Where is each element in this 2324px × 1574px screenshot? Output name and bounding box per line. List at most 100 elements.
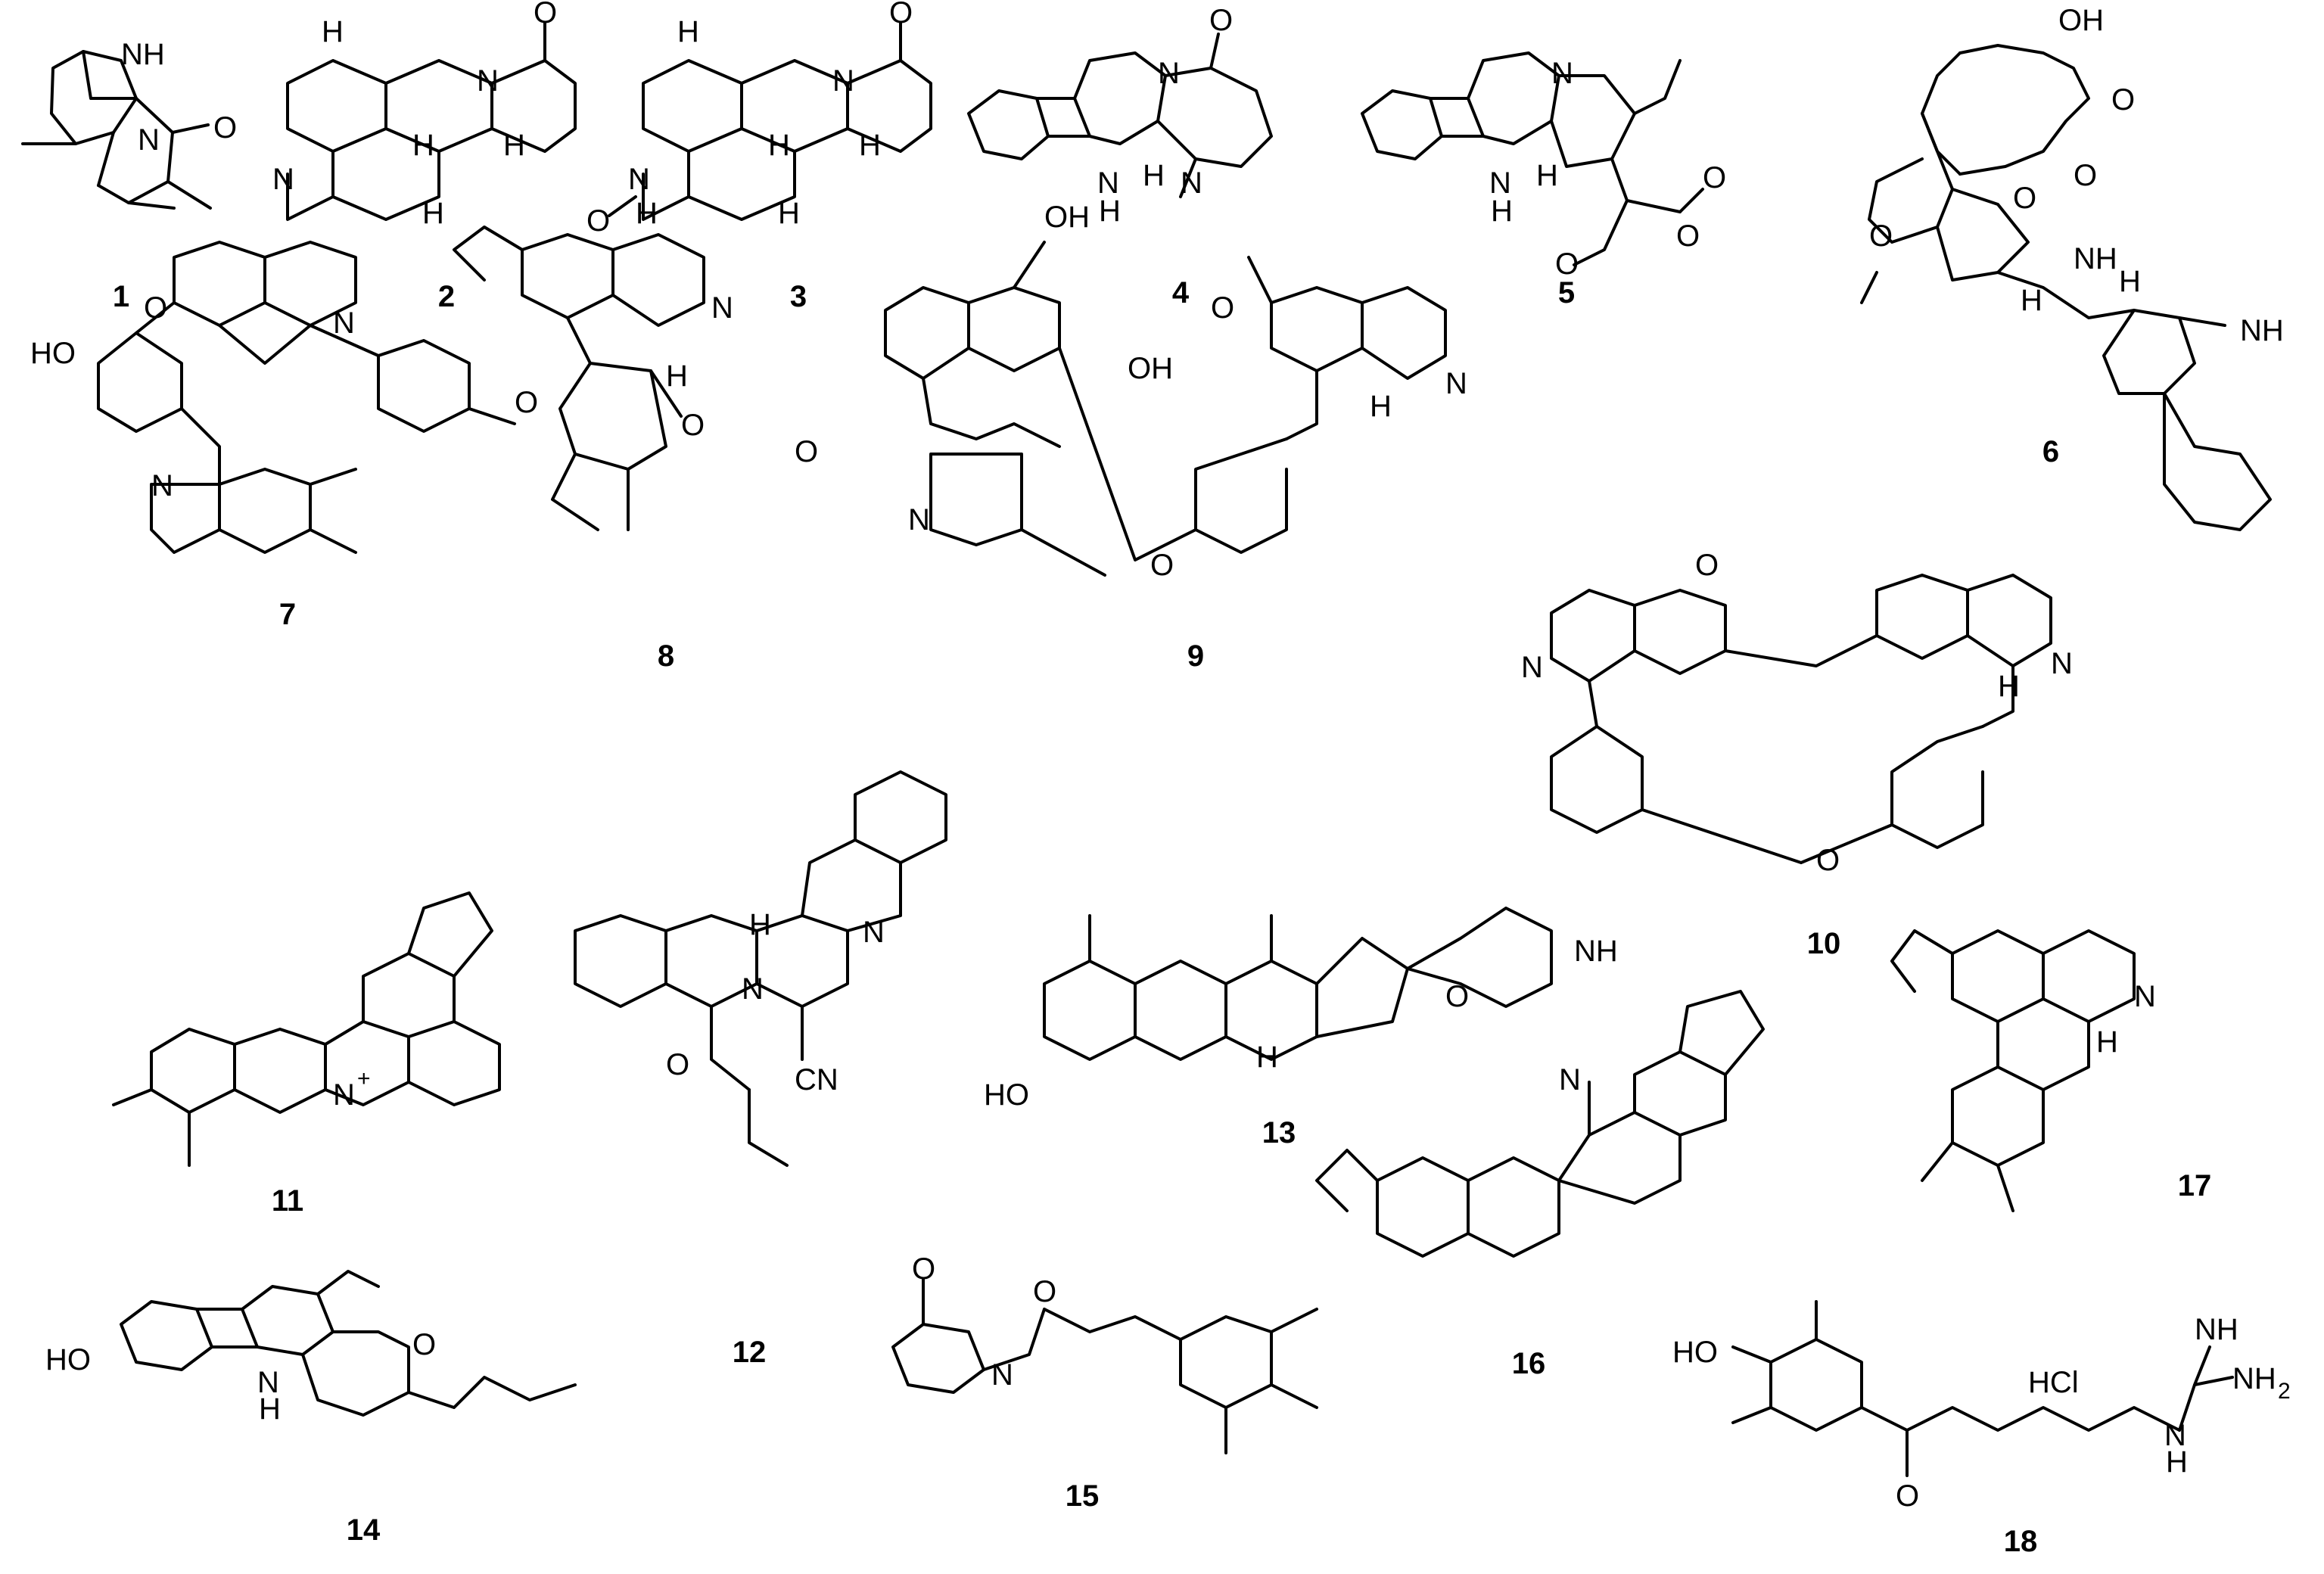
structure-2: H H H H N N O 2 [272, 0, 577, 313]
atom-label: O [213, 111, 237, 145]
atom-label: N [1551, 57, 1573, 90]
atom-label: O [144, 291, 167, 325]
compound-label: 2 [438, 280, 455, 313]
atom-label: N [863, 916, 885, 949]
atom-label: HO [30, 337, 76, 370]
atom-label: OH [1044, 201, 1090, 234]
atom-label: O [1150, 549, 1174, 582]
atom-label: N [1445, 367, 1467, 400]
atom-label: H [1491, 194, 1513, 228]
compound-label: 1 [113, 280, 129, 313]
structure-8: H H N O O 8 [453, 197, 818, 673]
atom-label: O [1209, 4, 1233, 37]
structure-6: OH O O O O NH H H NH 6 [1860, 4, 2284, 531]
structure-5: N H H N O O O 5 [1361, 51, 1726, 310]
atom-label: H [636, 197, 658, 230]
atom-label: O [666, 1048, 689, 1081]
atom-label: H [412, 129, 434, 162]
atom-label: + [357, 1066, 371, 1091]
structure-9: OH OH N N H O O 9 [884, 201, 1467, 673]
structure-13: HO NH O H 13 [984, 907, 1618, 1149]
compound-label: 12 [733, 1336, 767, 1369]
atom-label: O [889, 0, 913, 30]
atom-label: H [1998, 670, 2020, 703]
atom-label: H [859, 129, 881, 162]
compound-label: 6 [2042, 435, 2059, 468]
atom-label: H [1370, 390, 1392, 423]
atom-label: O [795, 435, 818, 468]
atom-label: H [503, 129, 525, 162]
atom-label: N [151, 469, 173, 502]
atom-label: N [2134, 980, 2156, 1013]
atom-label: O [1703, 161, 1726, 194]
atom-label: O [1211, 291, 1234, 325]
atom-label: H [1536, 159, 1558, 192]
atom-label: NH [2074, 242, 2117, 275]
structure-12: O N N H CN 12 [574, 770, 947, 1369]
atom-label: H [2096, 1025, 2118, 1059]
atom-label: NH [121, 38, 165, 71]
atom-label: H [2021, 284, 2042, 317]
atom-label: N [333, 1078, 355, 1112]
atom-label: N [2051, 647, 2073, 680]
atom-label: NH [2195, 1313, 2238, 1346]
structure-11: N + 11 [112, 891, 501, 1218]
atom-label: O [1896, 1479, 1919, 1513]
atom-label: H [259, 1392, 281, 1426]
atom-label: 2 [2278, 1379, 2291, 1404]
atom-label: N [1097, 166, 1119, 200]
structure-18: HO HCl NH N H NH 2 O 18 [1672, 1300, 2291, 1558]
compound-label: 3 [790, 280, 807, 313]
compound-label: 16 [1512, 1347, 1546, 1380]
structure-17: N H 17 [1890, 929, 2211, 1212]
atom-label: H [677, 15, 699, 48]
atom-label: N [272, 163, 294, 196]
compound-label: 14 [347, 1513, 381, 1547]
compound-label: 7 [279, 598, 296, 631]
atom-label: O [2013, 182, 2036, 215]
atom-label: O [586, 204, 610, 238]
compound-label: 10 [1807, 927, 1841, 960]
atom-label: O [1695, 549, 1719, 582]
atom-label: H [1143, 159, 1165, 192]
atom-label: N [1158, 57, 1180, 90]
atom-label: O [1676, 219, 1700, 253]
structure-14: HO N H O 14 [45, 1270, 577, 1547]
atom-label: H [2119, 265, 2141, 298]
compound-label: 18 [2004, 1525, 2038, 1558]
atom-label: N [257, 1366, 279, 1399]
compound-label: 13 [1262, 1116, 1296, 1149]
atom-label: O [412, 1328, 436, 1361]
atom-label: N [832, 64, 854, 98]
atom-label: HO [1672, 1336, 1718, 1369]
atom-label: NH [1574, 935, 1618, 968]
atom-label: H [1256, 1041, 1278, 1074]
atom-label: O [681, 409, 705, 442]
compound-label: 15 [1066, 1479, 1100, 1513]
atom-label: O [534, 0, 557, 30]
compound-label: 9 [1187, 639, 1204, 673]
atom-label: NH [2240, 314, 2284, 347]
atom-label: CN [795, 1063, 838, 1097]
atom-label: H [778, 197, 800, 230]
compound-label: 4 [1172, 276, 1190, 310]
atom-label: N [1521, 651, 1543, 684]
atom-label: N [908, 503, 930, 537]
atom-label: H [322, 15, 344, 48]
atom-label: O [1445, 980, 1469, 1013]
atom-label: N [1489, 166, 1511, 200]
atom-label: N [477, 64, 499, 98]
structure-16: N 16 [1315, 990, 1765, 1380]
compound-label: 5 [1558, 276, 1575, 310]
atom-label: H [2166, 1445, 2188, 1479]
compound-label: 11 [272, 1184, 303, 1218]
atom-label: N [1181, 166, 1202, 200]
atom-label: N [711, 291, 733, 325]
atom-label: O [515, 386, 538, 419]
atom-label: N [628, 163, 650, 196]
structure-1: NH N O 1 [21, 38, 237, 313]
atom-label: N [991, 1358, 1013, 1392]
structure-3: H H H H N N O O 3 [586, 0, 932, 313]
atom-label: O [912, 1252, 935, 1286]
